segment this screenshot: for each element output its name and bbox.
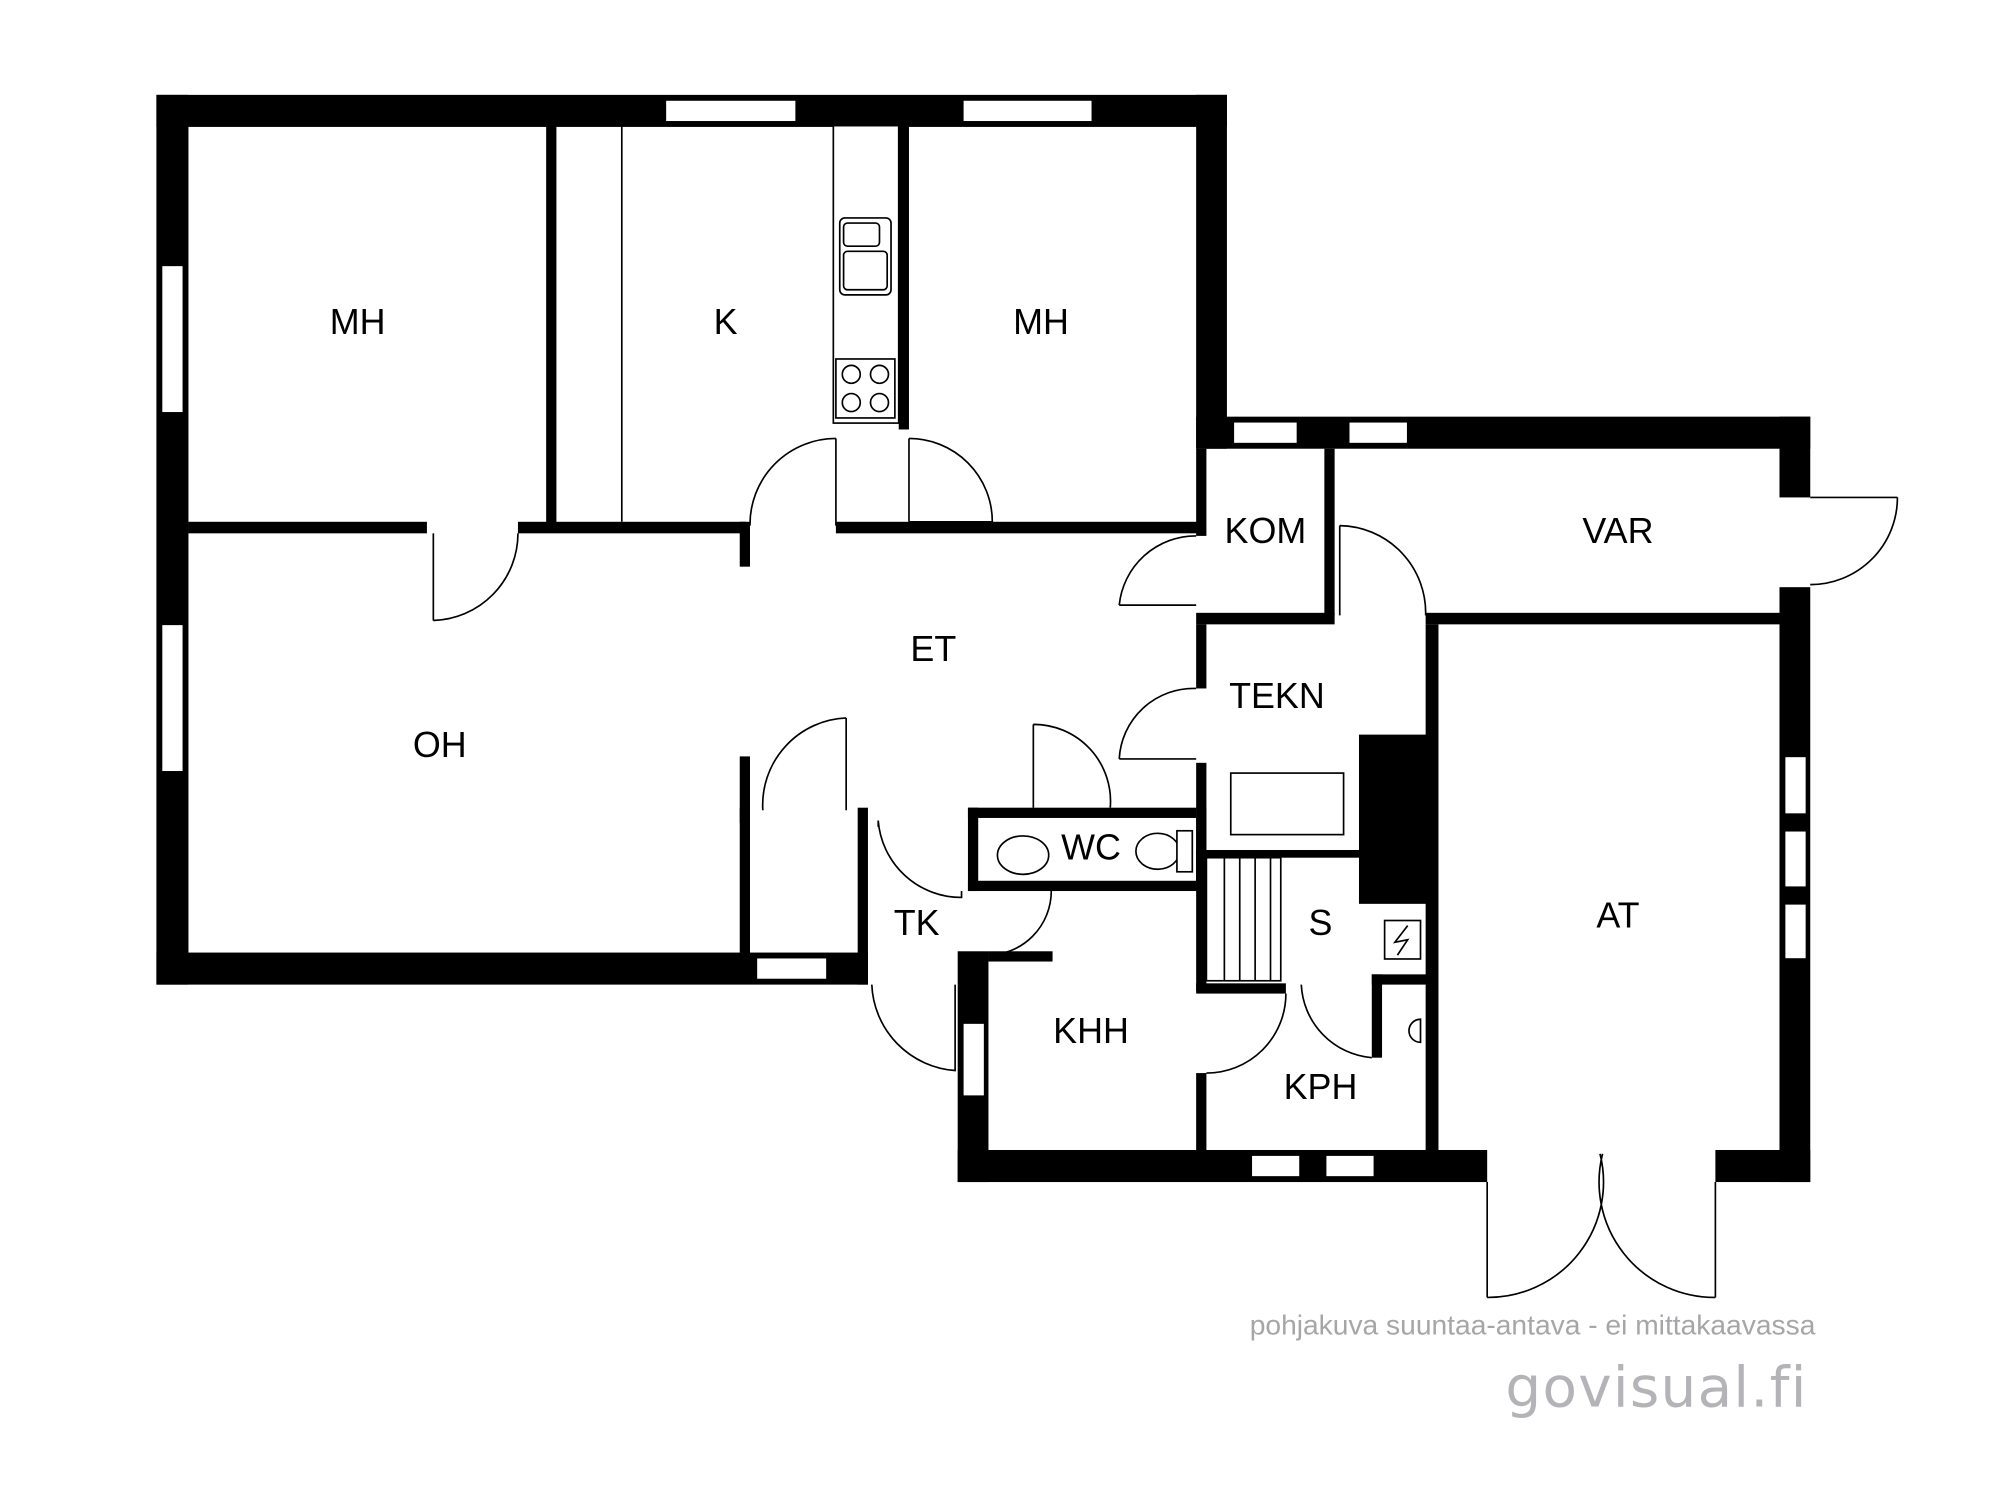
door-khh	[987, 891, 1053, 956]
wall	[739, 521, 750, 567]
disclaimer-text: pohjakuva suuntaa-antava - ei mittakaava…	[1250, 1309, 1816, 1341]
wall	[156, 952, 868, 985]
shower-icon	[1408, 1018, 1422, 1044]
toilet-icon	[1135, 832, 1181, 871]
door-kph	[1206, 993, 1287, 1074]
wall	[1324, 448, 1335, 616]
wall	[835, 521, 1202, 534]
wall	[1196, 448, 1207, 536]
window	[664, 99, 797, 123]
window	[160, 264, 185, 414]
wall	[1196, 94, 1227, 449]
burner	[841, 364, 862, 385]
door-closet	[761, 717, 847, 811]
room-label-s: S	[1309, 903, 1333, 943]
room-label-wc: WC	[1061, 827, 1121, 867]
window	[1324, 1154, 1376, 1178]
sink-bowl	[842, 222, 881, 247]
burner	[869, 364, 890, 385]
window	[962, 99, 1094, 123]
room-label-var: VAR	[1582, 511, 1653, 551]
wall	[988, 951, 1053, 962]
walls	[156, 94, 1811, 1183]
room-label-mh: MH	[330, 302, 386, 342]
door-tekn	[1118, 687, 1197, 760]
wall	[857, 807, 868, 985]
brand-logo: govisual.fi	[1505, 1355, 1807, 1420]
window	[160, 623, 185, 773]
wall	[967, 880, 1207, 892]
sauna-bench	[1205, 856, 1282, 982]
wall	[739, 756, 750, 956]
door-k	[749, 437, 837, 526]
door-entrance	[870, 984, 956, 1072]
room-label-kph: KPH	[1284, 1067, 1358, 1107]
wall	[1371, 974, 1436, 985]
wall	[517, 521, 747, 534]
door-var	[1338, 524, 1427, 616]
window	[755, 956, 828, 981]
wall	[1196, 983, 1286, 994]
doors	[432, 437, 1899, 1299]
window	[1783, 755, 1808, 815]
toilet-tank	[1176, 829, 1194, 873]
chimney	[1358, 734, 1430, 904]
room-label-tekn: TEKN	[1229, 676, 1325, 716]
washbasin-icon	[996, 835, 1050, 876]
window	[1347, 421, 1409, 445]
wall	[739, 807, 750, 824]
wall	[546, 125, 557, 526]
door-wc	[1032, 723, 1112, 808]
electric-heater-icon	[1383, 919, 1422, 960]
wall	[1196, 850, 1207, 992]
wall	[1196, 1073, 1207, 1150]
window	[1783, 830, 1808, 888]
burner	[869, 392, 890, 413]
wall	[1196, 612, 1335, 625]
kitchen-counter	[620, 124, 900, 522]
room-label-tk: TK	[894, 903, 940, 943]
room-label-mh: MH	[1013, 302, 1069, 342]
wall	[957, 1150, 1488, 1183]
wall	[1715, 1150, 1811, 1183]
room-labels: MH K MH OH ET KOM VAR TEKN WC S TK KHH K…	[330, 302, 1654, 1107]
wall	[898, 125, 909, 430]
room-label-k: K	[714, 302, 738, 342]
fixtures	[996, 772, 1422, 1044]
burner	[841, 392, 862, 413]
door-mh2	[908, 437, 994, 523]
boiler	[1229, 772, 1345, 836]
wall	[1371, 974, 1383, 1058]
lightning-icon	[1392, 925, 1410, 956]
door-mh1	[432, 533, 519, 622]
door-kom	[1118, 535, 1197, 606]
wall	[1196, 416, 1811, 449]
window	[1783, 903, 1808, 960]
wall	[188, 521, 427, 534]
wall	[1196, 624, 1207, 689]
wall	[967, 807, 1197, 818]
windows	[160, 99, 1808, 1178]
wall	[967, 807, 979, 892]
window	[962, 1022, 986, 1097]
room-label-khh: KHH	[1053, 1011, 1129, 1051]
wall	[1779, 416, 1811, 498]
room-label-et: ET	[910, 629, 956, 669]
wall	[1196, 807, 1207, 892]
door-sauna	[1300, 984, 1372, 1059]
door-garage	[1486, 1153, 1717, 1299]
door-tk	[877, 820, 963, 899]
window	[1250, 1154, 1301, 1178]
wall	[156, 94, 189, 985]
room-label-kom: KOM	[1225, 511, 1307, 551]
wall	[1425, 612, 1780, 625]
room-label-oh: OH	[413, 725, 467, 765]
door-var-outside	[1810, 496, 1899, 586]
window	[1232, 421, 1299, 445]
room-label-at: AT	[1596, 895, 1639, 935]
sink-bowl	[842, 250, 889, 291]
wall	[1196, 850, 1359, 858]
